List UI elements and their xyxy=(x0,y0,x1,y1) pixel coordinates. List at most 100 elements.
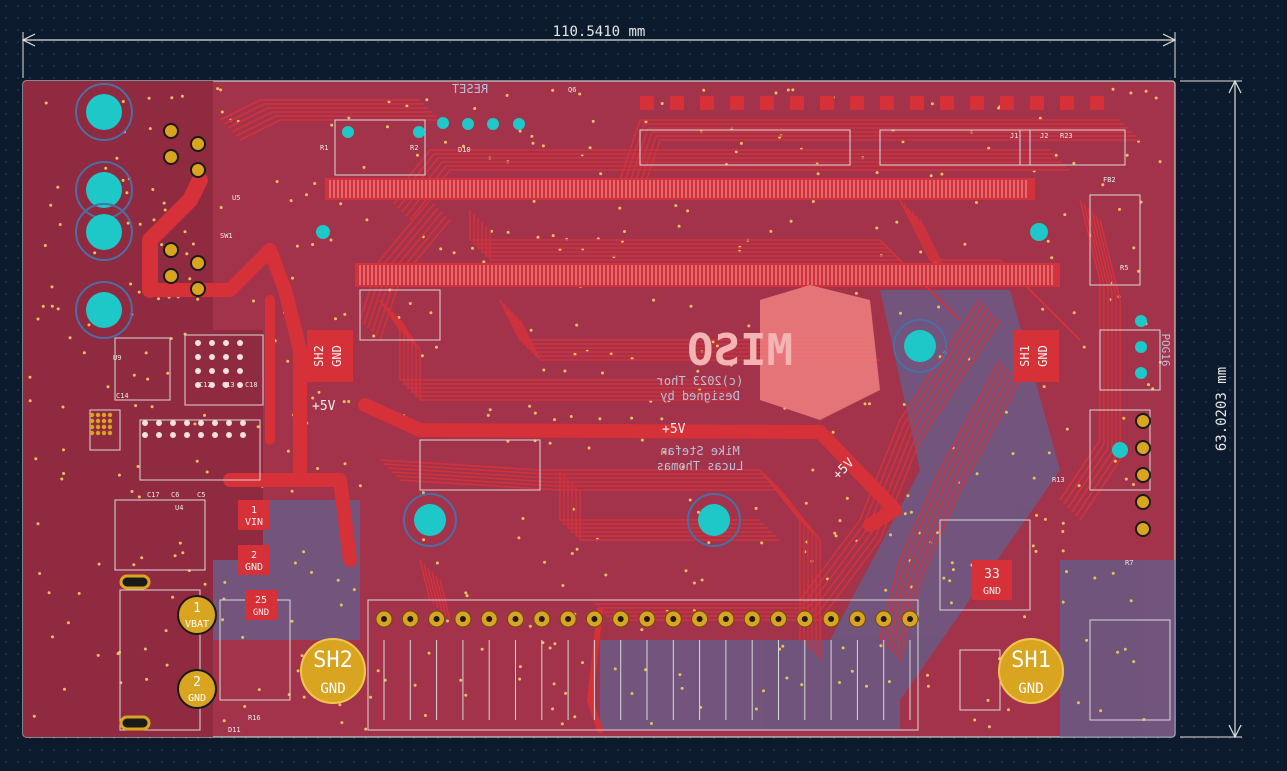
via-dot xyxy=(188,277,192,281)
via-dot xyxy=(1147,383,1150,387)
battery-pad-1-num: 1 xyxy=(193,601,201,616)
via-dot xyxy=(1065,570,1068,574)
via-dot xyxy=(191,242,195,246)
shield-box-sh2[interactable]: SH2 GND xyxy=(307,330,353,382)
component-outline xyxy=(139,419,261,481)
tht-pad[interactable] xyxy=(163,242,179,258)
pad-gnd-2[interactable]: 2 GND xyxy=(238,545,270,575)
ref-designator: J1 xyxy=(1010,132,1018,140)
via-dot xyxy=(464,591,468,595)
via-dot xyxy=(640,628,644,632)
smd-pad xyxy=(95,412,101,418)
via-dot xyxy=(884,588,888,592)
shield-pad-sh1[interactable]: SH1 GND xyxy=(998,638,1064,704)
via-dot xyxy=(36,522,40,526)
via-dot xyxy=(338,703,342,707)
via-dot xyxy=(949,601,953,605)
via-dot xyxy=(711,340,715,344)
via-dot xyxy=(570,552,574,555)
via-dot xyxy=(707,541,711,545)
via-dot xyxy=(552,682,556,686)
via-dot xyxy=(684,569,688,573)
header-pin-hole xyxy=(486,616,493,622)
via-dot xyxy=(588,146,592,150)
tht-pad[interactable] xyxy=(1135,521,1151,537)
tht-pad[interactable] xyxy=(190,162,206,178)
mounting-hole xyxy=(86,172,122,208)
via-dot xyxy=(804,501,808,505)
ref-designator: U9 xyxy=(113,354,121,362)
smd-pad xyxy=(142,420,148,426)
via-dot xyxy=(700,578,704,582)
via-dot xyxy=(286,359,290,363)
shield-pad-sh2[interactable]: SH2 GND xyxy=(300,638,366,704)
smd-pad xyxy=(101,430,107,436)
via-dot xyxy=(219,88,223,92)
tht-pad[interactable] xyxy=(190,281,206,297)
ref-designator: R1 xyxy=(320,144,328,152)
via-dot xyxy=(330,123,334,127)
sh1-box-id: SH1 xyxy=(1018,345,1032,367)
fpc-connector-top xyxy=(325,178,1060,287)
signal-trace xyxy=(503,303,864,345)
smd-pad xyxy=(195,340,201,346)
signal-trace xyxy=(419,559,431,601)
via-dot xyxy=(1137,269,1140,273)
via-dot xyxy=(222,719,226,723)
battery-pad-2[interactable]: 2 GND xyxy=(177,669,217,709)
tht-pad[interactable] xyxy=(163,123,179,139)
signal-trace xyxy=(383,463,805,644)
smd-pad xyxy=(223,354,229,360)
via-dot xyxy=(518,665,522,669)
via-dot xyxy=(137,290,141,294)
via-dot xyxy=(811,200,815,203)
ref-designator: D11 xyxy=(228,726,241,734)
via-dot xyxy=(257,688,261,692)
tht-pad[interactable] xyxy=(1135,467,1151,483)
via-dot xyxy=(427,651,431,655)
via-dot xyxy=(340,721,344,725)
tht-pad[interactable] xyxy=(1135,494,1151,510)
via-dot xyxy=(1125,153,1129,157)
via-dot xyxy=(170,96,174,100)
via-dot xyxy=(1129,599,1133,603)
tht-pad[interactable] xyxy=(190,136,206,152)
shield-box-sh1[interactable]: SH1 GND xyxy=(1013,330,1059,382)
smd-pad xyxy=(880,96,894,110)
battery-pad-1[interactable]: 1 VBAT xyxy=(177,595,217,635)
pad-gnd-33[interactable]: 33 GND xyxy=(972,560,1012,600)
via-dot xyxy=(1129,91,1133,95)
tht-pad[interactable] xyxy=(190,255,206,271)
component-outline xyxy=(334,119,426,176)
smd-pad xyxy=(237,368,243,374)
smd-pad xyxy=(223,340,229,346)
pad-gnd-25[interactable]: 25 GND xyxy=(245,590,277,620)
logo-text: MISO xyxy=(687,325,793,376)
signal-trace xyxy=(223,103,424,125)
via-dot xyxy=(413,683,417,687)
tht-pad[interactable] xyxy=(1135,440,1151,456)
signal-trace xyxy=(379,299,720,381)
via-dot xyxy=(1076,701,1080,705)
pad-vin[interactable]: 1 VIN xyxy=(238,500,270,530)
smd-pad xyxy=(1060,96,1074,110)
smd-pad xyxy=(95,424,101,430)
via-dot xyxy=(305,193,308,197)
ref-designator: U5 xyxy=(232,194,240,202)
via-dot xyxy=(347,400,351,403)
smd-pad xyxy=(198,432,204,438)
battery-pad-2-num: 2 xyxy=(193,675,201,690)
tht-pad[interactable] xyxy=(1135,413,1151,429)
via-dot xyxy=(121,178,125,182)
via-dot xyxy=(165,663,169,667)
mounting-holes xyxy=(75,83,1147,547)
via-dot xyxy=(1093,576,1097,580)
ref-designator: D10 xyxy=(458,146,471,154)
back-copper-zones xyxy=(190,290,1175,737)
tht-pad[interactable] xyxy=(163,268,179,284)
tht-pad[interactable] xyxy=(163,149,179,165)
via-dot xyxy=(145,677,149,681)
pad-vin-num: 1 xyxy=(251,505,257,516)
smd-pad xyxy=(209,382,215,388)
